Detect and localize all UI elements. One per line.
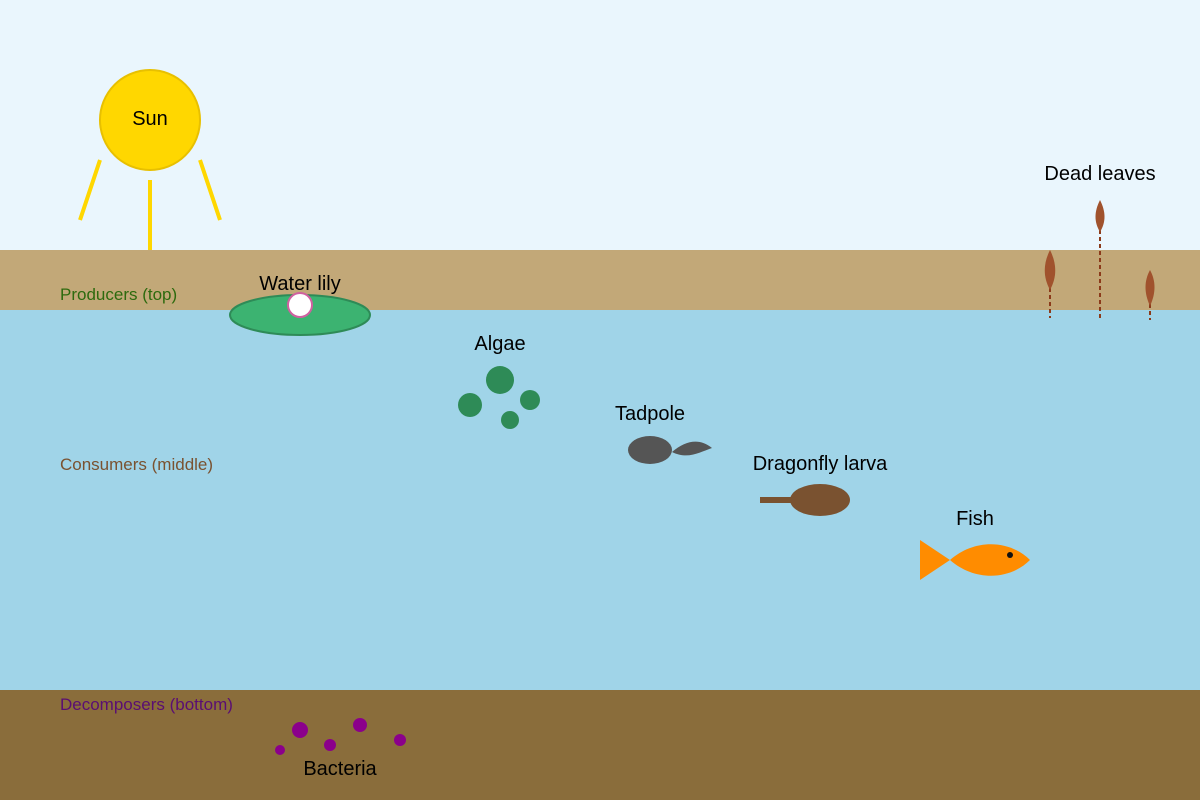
shore-band [0, 250, 1200, 310]
tadpole-body-icon [628, 436, 672, 464]
bacterium-icon [324, 739, 336, 751]
larva-body-icon [790, 484, 850, 516]
leaf-icon [1095, 200, 1105, 232]
leaf-icon [1145, 270, 1155, 306]
algae-cell-icon [520, 390, 540, 410]
algae: Algae [458, 333, 540, 429]
tadpole-label: Tadpole [615, 403, 685, 425]
algae-label: Algae [474, 333, 525, 355]
water-lily: Water lily [229, 273, 371, 336]
bacterium-icon [394, 734, 406, 746]
larva-tail-icon [760, 497, 795, 503]
dragonfly-larva-label: Dragonfly larva [753, 453, 888, 475]
algae-cell-icon [458, 393, 482, 417]
fish-tail-icon [920, 540, 950, 580]
fish-label: Fish [956, 508, 994, 530]
algae-cell-icon [486, 366, 514, 394]
zone-label-consumers: Consumers (middle) [60, 455, 213, 474]
zone-label-producers: Producers (top) [60, 285, 177, 304]
pond-water [0, 310, 1200, 690]
tadpole: Tadpole [615, 403, 712, 464]
pond-sediment [0, 690, 1200, 800]
tadpole-tail-icon [672, 441, 712, 456]
sun-ray [198, 159, 222, 221]
bacteria-label: Bacteria [303, 758, 377, 780]
dead-leaves: Dead leaves [1044, 163, 1156, 320]
fish: Fish [920, 508, 1030, 580]
bacterium-icon [353, 718, 367, 732]
water-lily-label: Water lily [259, 273, 340, 295]
algae-cell-icon [501, 411, 519, 429]
sun-ray [78, 159, 102, 221]
bacteria: Bacteria [275, 718, 406, 780]
sun-icon [99, 69, 201, 171]
dragonfly-larva: Dragonfly larva [753, 453, 888, 516]
dead-leaves-label: Dead leaves [1044, 163, 1155, 185]
bacterium-icon [292, 722, 308, 738]
bacterium-icon [275, 745, 285, 755]
sun-label: Sun [132, 108, 168, 130]
lily-flower-icon [287, 292, 313, 318]
leaf-icon [1044, 250, 1056, 290]
zone-label-decomposers: Decomposers (bottom) [60, 695, 233, 714]
fish-eye-icon [1007, 552, 1013, 558]
sun: Sun [78, 69, 222, 250]
